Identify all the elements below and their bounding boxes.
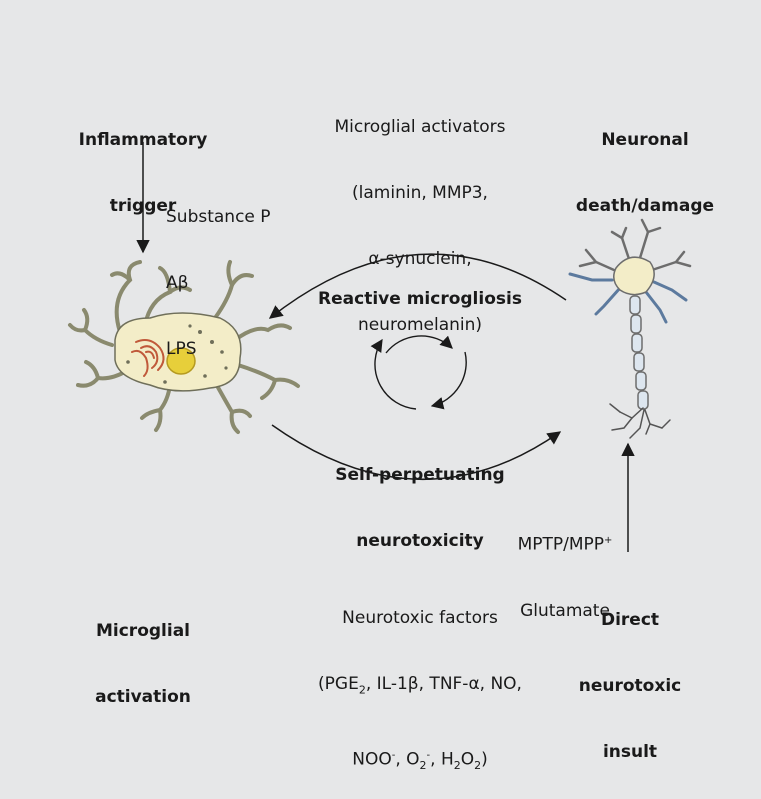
neuronal-death-line-2: death/damage	[575, 196, 715, 216]
direct-neurotoxic-insult-label: Direct neurotoxic insult	[560, 565, 700, 785]
microglial-activators-line-3: α-synuclein,	[368, 249, 472, 269]
mptp-line: MPTP/MPP+	[495, 530, 635, 556]
microglial-activation-line-1: Microglial	[95, 621, 190, 641]
cycle-arrows-icon	[370, 335, 467, 410]
noo-text: NOO	[352, 750, 392, 771]
direct-insult-line-2: neurotoxic	[578, 676, 682, 696]
mptp-superscript: +	[604, 535, 613, 546]
neuronal-death-label: Neuronal death/damage	[560, 85, 730, 239]
pge-subscript: 2	[358, 683, 366, 697]
o2-subscript: 2	[474, 759, 482, 773]
self-perpetuating-arrow	[271, 424, 562, 481]
trigger-agent-substance-p: Substance P	[166, 207, 271, 227]
microglial-activation-label: Microglial activation	[58, 576, 228, 730]
neurotoxic-factors-label: Neurotoxic factors (PGE2, IL-1β, TNF-α, …	[290, 563, 550, 799]
o-subscript: 2	[419, 759, 427, 773]
reactive-microgliosis-arrow	[268, 253, 567, 319]
self-perpetuating-line-2: neurotoxicity	[356, 531, 484, 551]
o-text: , O	[395, 750, 420, 771]
trigger-agent-abeta: Aβ	[166, 273, 189, 293]
diagram-graphics	[68, 142, 692, 552]
cytokines-text: , IL-1β, TNF-α, NO,	[365, 674, 522, 694]
h-subscript: 2	[453, 759, 461, 773]
inflammatory-trigger-line-2: trigger	[109, 196, 177, 216]
direct-insult-agents-label: MPTP/MPP+ Glutamate	[495, 486, 635, 644]
neuron-icon	[568, 218, 692, 439]
mptp-text: MPTP/MPP	[517, 534, 605, 555]
microglial-activation-line-2: activation	[95, 687, 191, 707]
direct-insult-line-3: insult	[602, 742, 658, 762]
inflammatory-trigger-label: Inflammatory trigger	[58, 85, 228, 239]
microglia-cell-icon	[68, 260, 300, 434]
neuronal-death-line-1: Neuronal	[601, 130, 689, 150]
self-perpetuating-label: Self-perpetuating neurotoxicity	[320, 420, 520, 574]
microglial-activators-label: Microglial activators (laminin, MMP3, α-…	[300, 72, 540, 358]
glutamate-text: Glutamate	[520, 600, 610, 621]
microglial-activators-line-2: (laminin, MMP3,	[352, 183, 488, 203]
h-text: , H	[430, 750, 454, 771]
reactive-microgliosis-label: Reactive microgliosis	[318, 289, 522, 309]
neurotoxic-factors-line-3: NOO-, O2-, H2O2)	[290, 745, 550, 777]
close-paren-text: )	[481, 750, 488, 771]
o2-text: O	[460, 750, 475, 771]
neurotoxic-factors-title: Neurotoxic factors	[342, 608, 498, 628]
microglial-activators-line-4: neuromelanin)	[357, 315, 483, 335]
pge-text: (PGE	[318, 674, 359, 694]
neurotoxic-factors-line-2: (PGE2, IL-1β, TNF-α, NO,	[290, 673, 550, 701]
direct-insult-line-1: Direct	[600, 610, 660, 630]
self-perpetuating-line-1: Self-perpetuating	[335, 465, 505, 485]
inflammatory-trigger-line-1: Inflammatory	[78, 130, 208, 150]
microglial-activators-line-1: Microglial activators	[334, 117, 506, 137]
trigger-agents-list: Substance P Aβ LPS	[166, 162, 271, 382]
trigger-agent-lps: LPS	[166, 339, 197, 359]
